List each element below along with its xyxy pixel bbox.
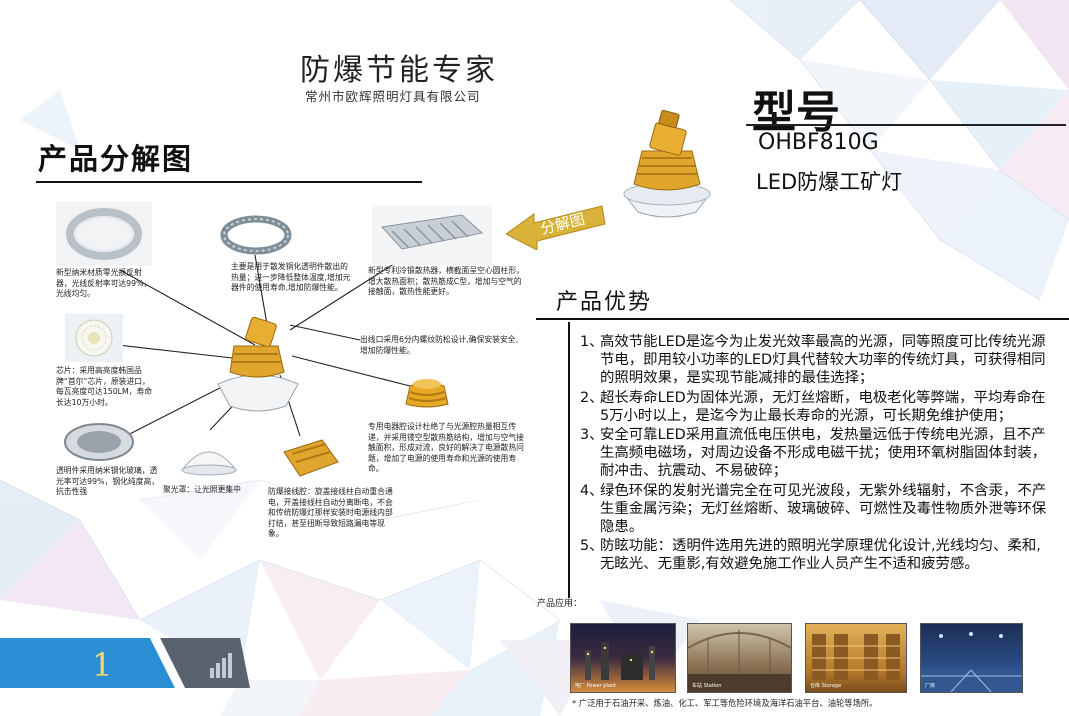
terminal-chamber-image xyxy=(283,439,339,477)
advantages-frame xyxy=(568,322,1069,598)
model-underline xyxy=(746,124,1066,126)
exploded-lamp-image xyxy=(217,316,299,412)
advantage-item: 2、 超长寿命LED为固体光源，无灯丝熔断，电极老化等弊端，平均寿命在5万小时以… xyxy=(580,389,1046,424)
section-underline xyxy=(36,181,422,183)
product-lamp-image xyxy=(623,109,711,218)
lampshade-image xyxy=(180,451,238,476)
heatsink-image xyxy=(372,205,492,265)
advantages-list: 1、 高效节能LED是迄今为止发光效率最高的光源，同等照度可比传统光源节电，即用… xyxy=(580,333,1050,575)
advantage-item: 5、 防眩功能：透明件选用先进的照明光学原理优化设计,光线均匀、柔和,无眩光、无… xyxy=(580,538,1041,573)
company-title: 防爆节能专家 xyxy=(300,53,498,88)
callout-terminal: 防爆接线腔：旋盖接线柱自动重合通电，开盖接线柱自动分离断电，不会和传统防爆灯那样… xyxy=(268,487,393,538)
callout-copper-ring: 主要是用于散发铜化透明件散出的热量；进一步降低整体温度,增加元器件的使用寿命,增… xyxy=(231,262,351,292)
reflector-ring-image xyxy=(56,202,152,266)
callout-chip: 芯片：采用高亮度韩国品牌“首尔”芯片，原装进口，每瓦亮度可达150LM，寿命长达… xyxy=(56,366,153,407)
application-photo-storage: 仓库 Storage xyxy=(805,623,907,693)
advantages-underline xyxy=(536,318,1069,320)
page-number: 1 xyxy=(92,646,113,684)
application-photo-station: 车站 Station xyxy=(687,623,792,693)
callout-glass: 透明件采用纳米钢化玻璃，透光率可达99%，钢化纯度高，抗击性强 xyxy=(56,466,160,496)
exploded-view-arrow xyxy=(506,205,606,250)
housing-image xyxy=(405,379,449,408)
model-code: OHBF810G xyxy=(758,130,879,155)
advantage-item: 4、 绿色环保的发射光谱完全在可见光波段，无紫外线辐射，不含汞，不产生重金属污染… xyxy=(580,482,1047,536)
product-name: LED防爆工矿灯 xyxy=(756,170,903,194)
callout-heatsink: 新型专利冷锻散热器，横截面呈空心圆柱形，增大散热面积；散热筋成C型，增加与空气的… xyxy=(368,266,524,296)
led-chip-image xyxy=(65,314,123,362)
advantage-item: 3、 安全可靠LED采用直流低电压供电，发热量远低于传统电光源，且不产生高频电磁… xyxy=(580,427,1047,480)
application-photo-power-plant: 电厂 Power plant xyxy=(570,623,676,693)
application-label: 产品应用： xyxy=(537,599,583,609)
callout-lampshade: 聚光罩：让光照更集中 xyxy=(163,485,241,494)
advantages-title: 产品优势 xyxy=(556,290,653,315)
tempered-glass-image xyxy=(64,423,134,461)
application-note: * 广泛用于石油开采、炼油、化工、军工等危险环境及海洋石油平台、油轮等场所。 xyxy=(572,698,878,708)
advantage-item: 1、 高效节能LED是迄今为止发光效率最高的光源，同等照度可比传统光源节电，即用… xyxy=(580,334,1046,387)
callout-housing: 专用电器腔设计杜绝了与光源腔热量相互传递，并采用镂空型散热筋结构，增加与空气接触… xyxy=(368,422,524,473)
callout-reflector: 新型纳米材质零光损反射器，光线反射率可达99%，光线均匀。 xyxy=(56,268,152,298)
callout-thread: 出线口采用6分内螺纹防松设计,确保安装安全,增加防爆性能。 xyxy=(360,335,519,355)
company-subtitle: 常州市欧辉照明灯具有限公司 xyxy=(305,89,481,104)
section-title: 产品分解图 xyxy=(38,142,194,176)
page-number-badge xyxy=(0,638,250,688)
application-photo-factory: 厂房 xyxy=(920,623,1023,693)
copper-ring-image xyxy=(220,215,292,255)
model-label: 型号 xyxy=(752,87,840,138)
